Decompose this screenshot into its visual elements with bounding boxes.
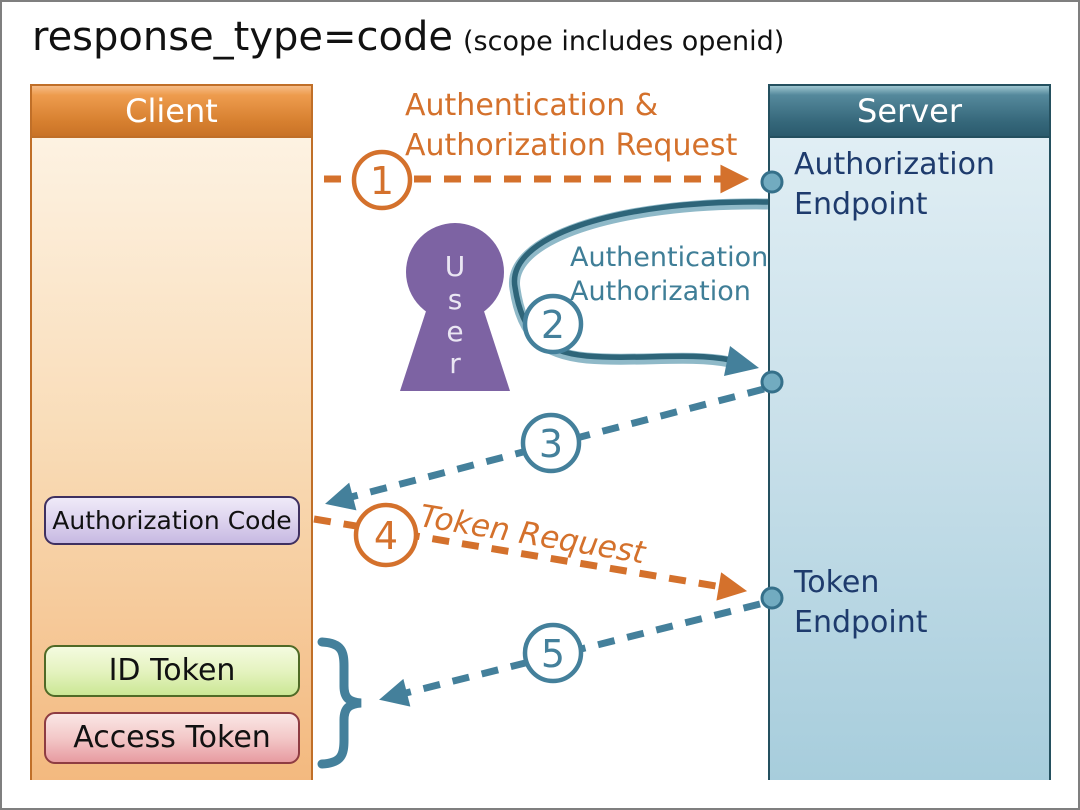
step2-arrowhead-icon: [724, 346, 759, 376]
svg-text:3: 3: [539, 422, 563, 466]
step5-arrow: [379, 600, 761, 707]
authorization-endpoint-label: Authorization Endpoint: [794, 147, 995, 222]
svg-text:1: 1: [370, 159, 394, 203]
page-title: response_type=code (scope includes openi…: [32, 14, 784, 60]
svg-text:e: e: [446, 315, 463, 348]
client-header: Client: [32, 86, 311, 138]
server-body: [770, 138, 1049, 780]
step4-badge: 4: [353, 502, 419, 568]
svg-text:5: 5: [541, 632, 565, 676]
server-column: Server: [768, 84, 1051, 780]
access-token-box: Access Token: [44, 712, 300, 764]
step5-badge: 5: [522, 622, 584, 684]
svg-text:r: r: [449, 347, 461, 380]
authorization-code-box: Authorization Code: [44, 496, 300, 545]
step2-label: Authentication Authorization: [570, 242, 769, 307]
step1-label: Authentication & Authorization Request: [405, 88, 738, 163]
step1-badge: 1: [351, 149, 413, 211]
step3-badge: 3: [520, 412, 582, 474]
token-group-brace: [317, 637, 362, 769]
svg-text:4: 4: [374, 514, 398, 558]
step3-arrow: [325, 385, 765, 511]
svg-text:U: U: [445, 250, 466, 283]
svg-text:s: s: [448, 283, 463, 316]
user-icon: U s e r: [400, 223, 510, 391]
server-header: Server: [770, 86, 1049, 138]
token-endpoint-label: Token Endpoint: [794, 565, 928, 640]
step4-label: Token Request: [417, 498, 648, 572]
title-main: response_type=code: [32, 14, 454, 60]
title-sub: (scope includes openid): [463, 26, 785, 57]
svg-text:2: 2: [541, 303, 565, 347]
id-token-box: ID Token: [44, 645, 300, 697]
